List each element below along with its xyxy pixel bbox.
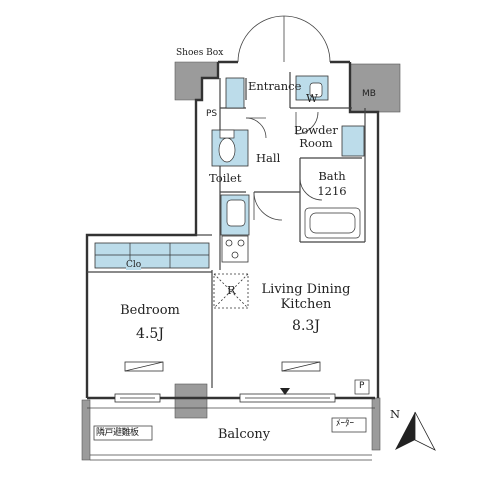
shoes-box-label: Shoes Box bbox=[176, 48, 224, 58]
stove-icon bbox=[221, 235, 249, 263]
balcony-area bbox=[87, 407, 375, 461]
ldk-size-label: 8.3J bbox=[292, 318, 320, 334]
mb-label: MB bbox=[362, 89, 376, 99]
doors bbox=[237, 15, 331, 221]
powder-room-label: Powder Room bbox=[294, 123, 338, 151]
compass-icon bbox=[395, 411, 436, 451]
fixture-details bbox=[218, 82, 361, 239]
interior-walls bbox=[87, 72, 366, 388]
structural-walls bbox=[81, 61, 401, 461]
bath-label: Bath bbox=[318, 169, 346, 183]
bath-size-label: 1216 bbox=[317, 184, 347, 198]
bedroom-label: Bedroom bbox=[120, 303, 180, 318]
entry-arrow-icon bbox=[280, 388, 290, 395]
windows bbox=[114, 393, 336, 403]
bedroom-size-label: 4.5J bbox=[136, 326, 164, 342]
refrigerator-space bbox=[213, 273, 249, 309]
hall-label: Hall bbox=[256, 151, 281, 165]
toilet-label: Toilet bbox=[209, 171, 242, 185]
refrigerator-label: R bbox=[227, 283, 236, 297]
entrance-label: Entrance bbox=[248, 79, 302, 93]
evacuation-panel-label: 隣戸避難板 bbox=[96, 428, 139, 438]
closet-label: Clo bbox=[126, 260, 142, 271]
ldk-label: Living Dining Kitchen bbox=[261, 282, 351, 312]
w-label: W bbox=[306, 91, 318, 105]
compass-north-label: N bbox=[390, 407, 401, 421]
balcony-label: Balcony bbox=[217, 427, 271, 442]
sliding-marks bbox=[124, 361, 321, 372]
ps-label: PS bbox=[206, 109, 218, 119]
pipe-space bbox=[354, 379, 370, 395]
p-label: P bbox=[359, 381, 365, 391]
meter-label: ﾒｰﾀｰ bbox=[336, 419, 355, 429]
